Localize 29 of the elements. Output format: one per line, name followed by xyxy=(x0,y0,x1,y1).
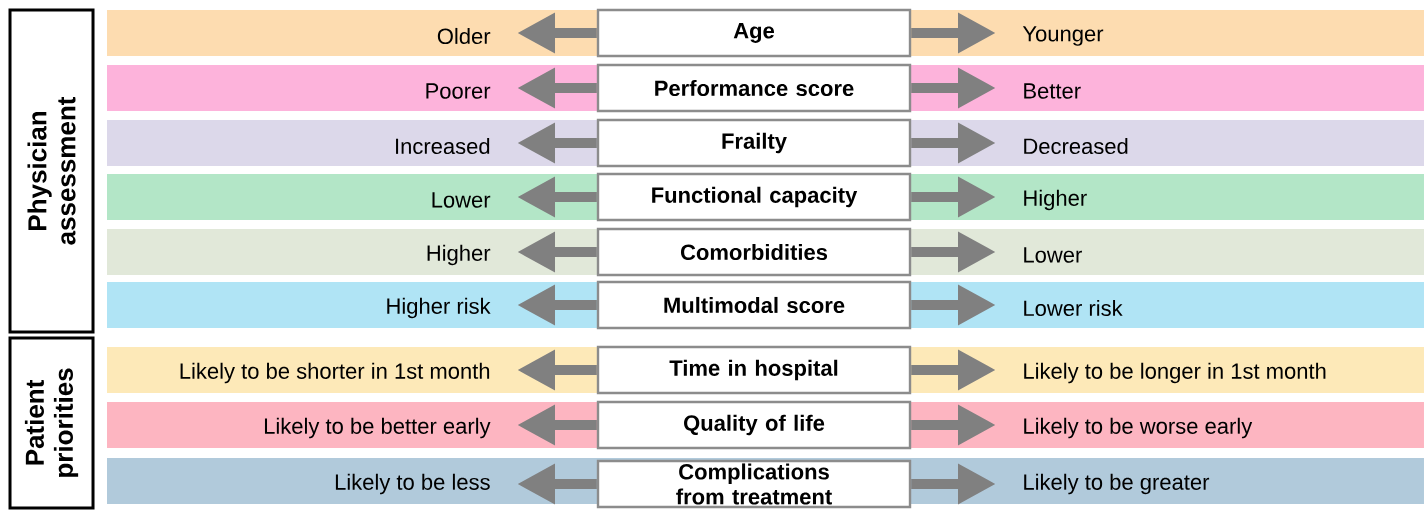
outcome-text: Likely to be less xyxy=(335,473,490,495)
factor-box: Performance score xyxy=(596,63,912,113)
outcome-text: Lower xyxy=(432,192,491,208)
factor-box: Multimodal score xyxy=(596,280,912,330)
outcome-text: Likely to be longer in 1st month xyxy=(1024,362,1326,384)
outcome-text: Better xyxy=(1024,83,1081,99)
outcome-text: Higher risk xyxy=(387,297,491,319)
outcome-text: Older xyxy=(437,27,491,45)
outcome-text: Likely to be greater xyxy=(1024,473,1210,495)
factor-box: Frailty xyxy=(596,118,912,168)
outcome-text: Higher xyxy=(427,244,491,266)
factor-box: Complications from treatment xyxy=(596,459,912,509)
factor-box: Functional capacity xyxy=(596,172,912,222)
outcome-text: Likely to be better early xyxy=(265,417,491,439)
factor-box: Quality of life xyxy=(596,400,912,450)
group-label-box: Patient priorities xyxy=(8,336,95,510)
outcome-text: Higher xyxy=(1024,189,1087,211)
outcome-text: Decreased xyxy=(1024,137,1128,155)
outcome-text: Lower xyxy=(1024,247,1082,263)
outcome-text: Poorer xyxy=(426,83,491,99)
factor-box: Age xyxy=(596,8,912,58)
factor-box: Time in hospital xyxy=(596,345,912,395)
outcome-text: Likely to be shorter in 1st month xyxy=(180,362,490,384)
outcome-text: Lower risk xyxy=(1024,299,1123,317)
factor-box: Comorbidities xyxy=(596,227,912,277)
outcome-text: Likely to be worse early xyxy=(1024,417,1253,439)
outcome-text: Increased xyxy=(396,137,490,155)
group-label-box: Physician assessment xyxy=(8,8,95,334)
outcome-text: Younger xyxy=(1022,26,1104,46)
